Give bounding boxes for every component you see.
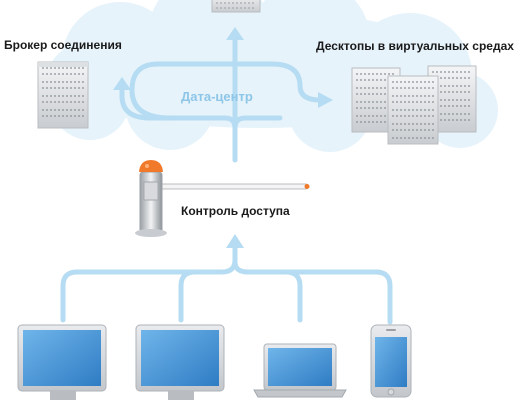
access-arrows — [60, 245, 393, 325]
connection-broker-label: Брокер соединения — [4, 38, 122, 52]
access-control-label: Контроль доступа — [181, 204, 290, 218]
laptop-icon — [253, 343, 347, 398]
arrowhead-right-icon — [318, 92, 333, 108]
monitor-1-icon — [17, 324, 107, 400]
virtual-desktops-label: Десктопы в виртуальных средах — [316, 39, 514, 53]
monitor-2-icon — [135, 324, 225, 400]
arrowhead-up-icon — [226, 234, 244, 248]
server-top-icon — [211, 0, 261, 13]
broker-server-icon — [37, 61, 89, 129]
arrowheads-top — [113, 27, 333, 108]
desktops-servers-icon — [351, 65, 477, 145]
arrowhead-up-icon — [226, 27, 244, 40]
datacenter-arrows — [119, 35, 323, 163]
access-barrier-icon — [135, 160, 310, 237]
phone-icon — [370, 324, 412, 398]
server-rack — [387, 75, 439, 145]
arrowhead-up-icon — [113, 77, 131, 90]
datacenter-label: Дата-центр — [181, 89, 253, 104]
